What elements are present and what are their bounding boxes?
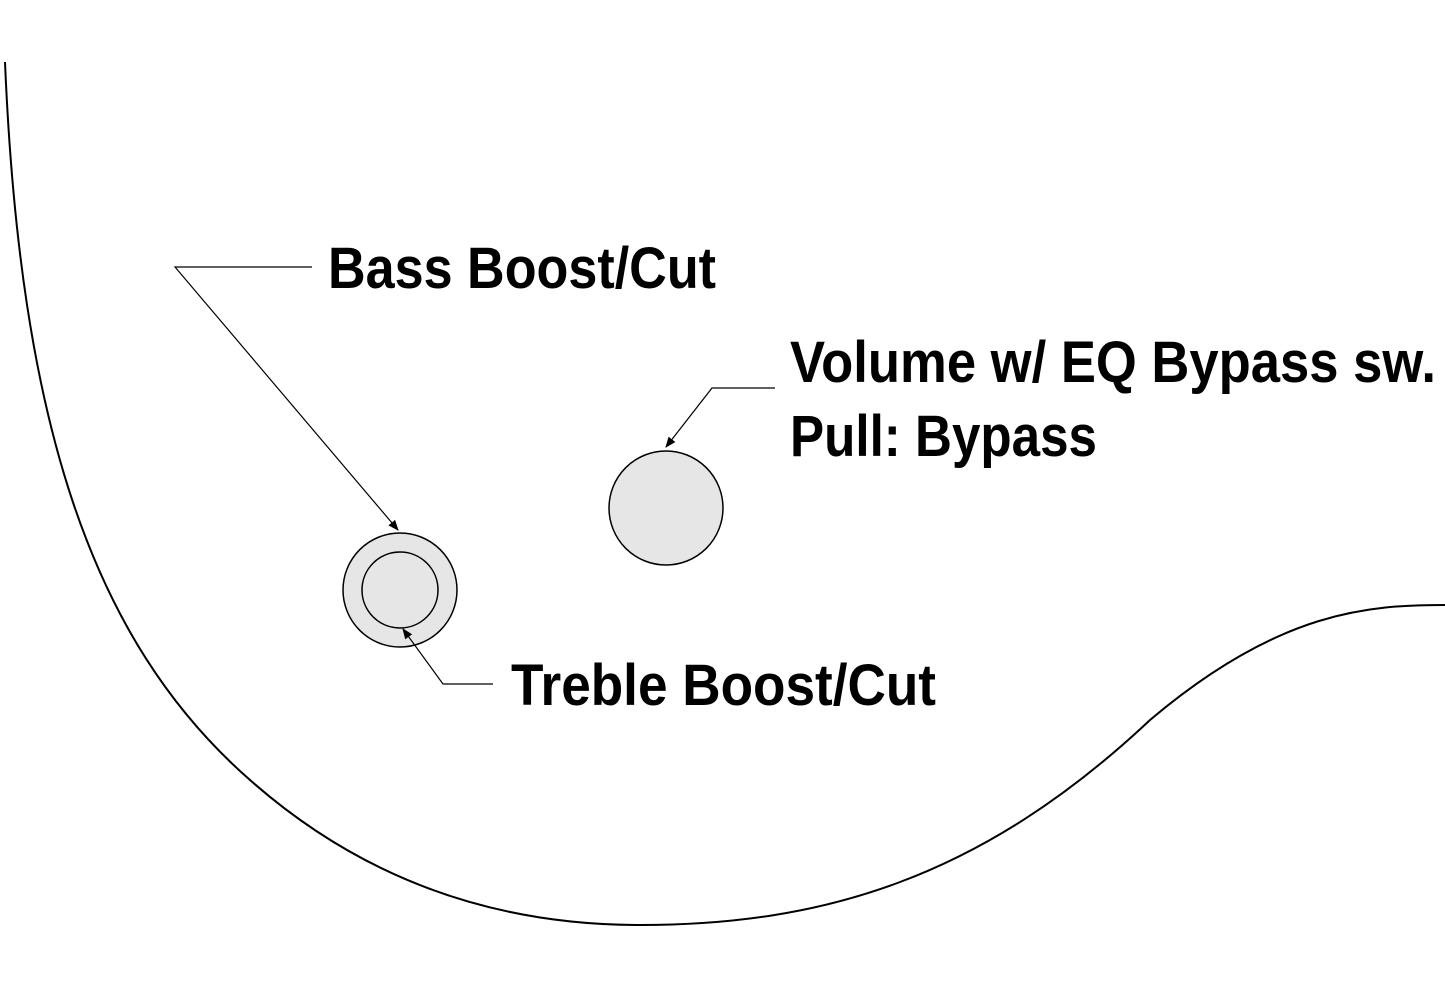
treble-knob <box>361 551 439 629</box>
volume-leader-arrow <box>665 387 775 448</box>
bass-label: Bass Boost/Cut <box>328 236 716 301</box>
treble-leader-arrow <box>402 628 493 685</box>
volume-knob <box>608 450 724 566</box>
guitar-body-outline <box>4 61 1445 927</box>
treble-label: Treble Boost/Cut <box>511 653 936 718</box>
volume-label-line2: Pull: Bypass <box>790 404 1097 469</box>
volume-label-line1: Volume w/ EQ Bypass sw. <box>790 330 1436 395</box>
bass-leader-arrow <box>173 266 399 531</box>
